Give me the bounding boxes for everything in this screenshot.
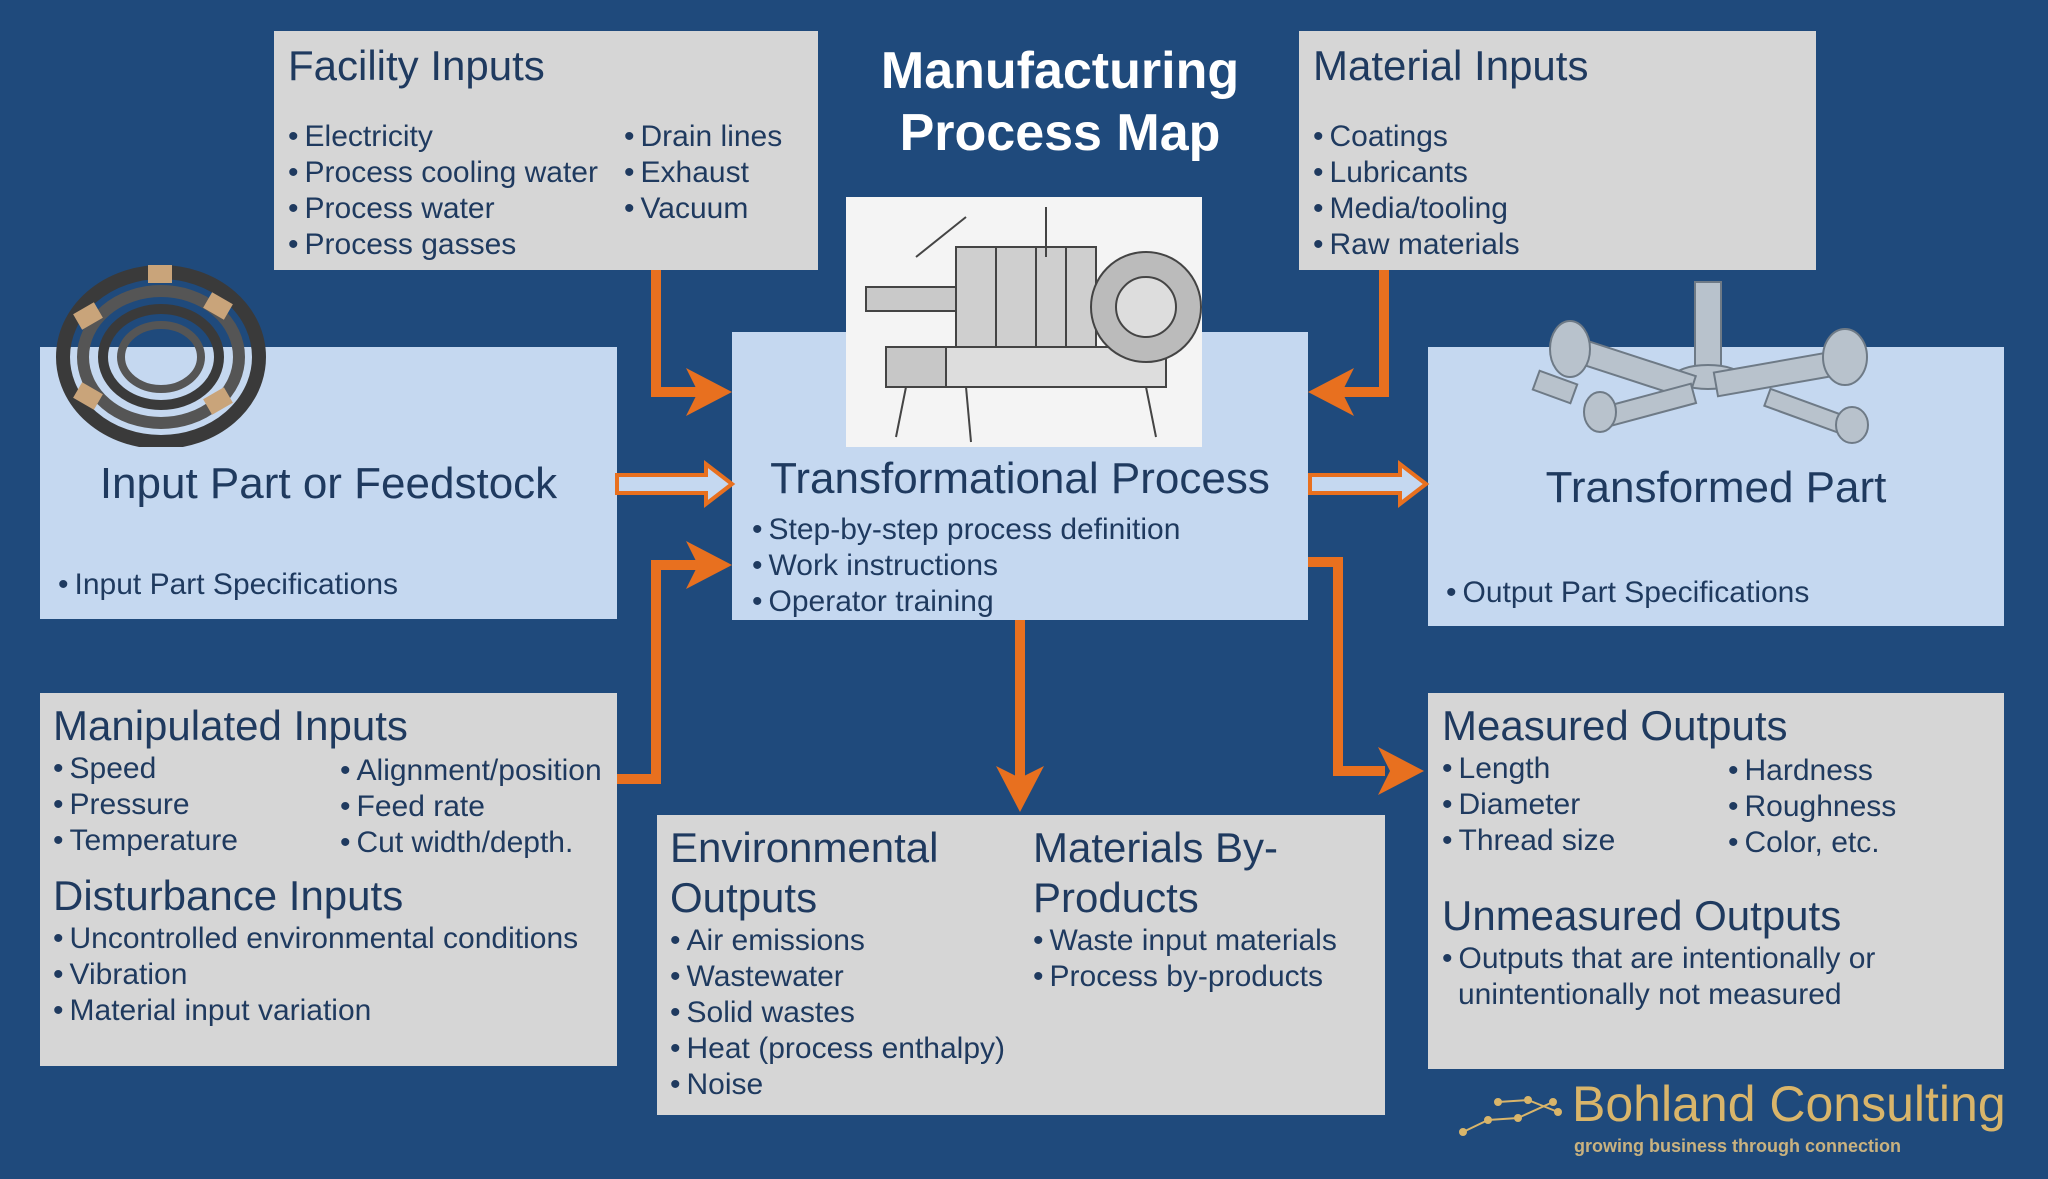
facility-inputs-box: Facility Inputs Electricity Process cool… xyxy=(274,31,818,270)
list-item: Roughness xyxy=(1728,789,1897,825)
list-item: Vacuum xyxy=(624,191,782,227)
list-item: Process water xyxy=(288,191,598,227)
list-item: Air emissions xyxy=(670,923,1005,959)
transformed-part-box: Transformed Part Output Part Specificati… xyxy=(1428,347,2004,626)
measured-outputs-box: Measured Outputs Length Diameter Thread … xyxy=(1428,693,2004,1069)
list-item: Waste input materials xyxy=(1033,923,1337,959)
input-part-box: Input Part or Feedstock Input Part Speci… xyxy=(40,347,617,619)
list-item: Drain lines xyxy=(624,119,783,155)
material-to-process-arrow xyxy=(1340,270,1389,397)
byproducts-heading-line-1: Materials By- xyxy=(1033,824,1279,871)
list-item: Media/tooling xyxy=(1313,191,1520,227)
list-item: Work instructions xyxy=(752,548,1180,584)
facility-inputs-list-2: Drain lines Exhaust Vacuum xyxy=(624,119,783,227)
environmental-outputs-heading: Environmental Outputs xyxy=(670,823,938,923)
list-item: Vibration xyxy=(53,957,578,993)
list-item: Process by-products xyxy=(1033,959,1337,995)
screws-illustration xyxy=(1531,281,1869,444)
title-line-1: Manufacturing xyxy=(880,42,1240,100)
unmeasured-outputs-list: Outputs that are intentionally or uninte… xyxy=(1442,941,1875,1013)
diagram-title: Manufacturing Process Map xyxy=(860,40,1260,164)
logo-name: Bohland Consulting xyxy=(1572,1076,2006,1132)
list-item: Coatings xyxy=(1313,119,1520,155)
list-item: Outputs that are intentionally or xyxy=(1442,941,1876,977)
list-item: Electricity xyxy=(288,119,598,155)
measured-outputs-list-1: Length Diameter Thread size xyxy=(1442,751,1616,859)
list-item: Cut width/depth. xyxy=(340,825,602,861)
transformed-part-heading: Transformed Part xyxy=(1545,463,1887,512)
facility-inputs-heading: Facility Inputs xyxy=(288,42,545,89)
manipulated-inputs-list-1: Speed Pressure Temperature xyxy=(53,751,238,859)
list-item: Heat (process enthalpy) xyxy=(670,1031,1006,1067)
unmeasured-outputs-heading: Unmeasured Outputs xyxy=(1442,892,1842,939)
list-item: Temperature xyxy=(53,823,238,859)
environmental-outputs-box: Environmental Outputs Air emissions Wast… xyxy=(657,815,1385,1115)
list-item: unintentionally not measured xyxy=(1458,978,1842,1011)
input-part-heading: Input Part or Feedstock xyxy=(99,459,558,508)
environmental-outputs-list: Air emissions Wastewater Solid wastes He… xyxy=(670,923,1006,1103)
process-to-output-arrow xyxy=(1308,459,1430,509)
list-item: Pressure xyxy=(53,787,238,823)
list-item: Process gasses xyxy=(288,227,598,263)
facility-inputs-list-1: Electricity Process cooling water Proces… xyxy=(288,119,598,263)
list-item: Feed rate xyxy=(340,789,602,825)
list-item: Speed xyxy=(53,751,238,787)
environmental-heading-line-1: Environmental xyxy=(670,824,939,871)
list-item: Uncontrolled environmental conditions xyxy=(53,921,579,957)
manipulated-inputs-box: Manipulated Inputs Speed Pressure Temper… xyxy=(40,693,617,1066)
list-item: Color, etc. xyxy=(1728,825,1896,861)
list-item: Operator training xyxy=(752,584,1180,620)
byproducts-list: Waste input materials Process by-product… xyxy=(1033,923,1337,995)
material-inputs-heading: Material Inputs xyxy=(1313,42,1589,89)
list-item: Raw materials xyxy=(1313,227,1520,263)
list-item: Output Part Specifications xyxy=(1446,575,1810,611)
list-item: Diameter xyxy=(1442,787,1615,823)
manipulated-inputs-heading: Manipulated Inputs xyxy=(53,702,408,749)
manipulated-inputs-list-2: Alignment/position Feed rate Cut width/d… xyxy=(340,753,602,861)
logo-network-icon xyxy=(1459,1096,1562,1136)
title-line-2: Process Map xyxy=(899,104,1221,162)
input-to-process-arrow xyxy=(615,459,736,509)
facility-to-process-arrow xyxy=(651,270,700,397)
wire-coil-illustration xyxy=(56,265,266,447)
logo-tagline: growing business through connection xyxy=(1574,1136,1901,1156)
list-item: Material input variation xyxy=(53,993,578,1029)
process-list: Step-by-step process definition Work ins… xyxy=(752,512,1181,620)
list-item: Noise xyxy=(670,1067,1005,1103)
measured-outputs-list-2: Hardness Roughness Color, etc. xyxy=(1728,753,1897,861)
input-part-list: Input Part Specifications xyxy=(58,567,399,603)
list-item: Input Part Specifications xyxy=(58,567,399,603)
list-item: Thread size xyxy=(1442,823,1616,859)
list-item: Wastewater xyxy=(670,959,1005,995)
material-inputs-box: Material Inputs Coatings Lubricants Medi… xyxy=(1299,31,1816,270)
list-item: Step-by-step process definition xyxy=(752,512,1181,548)
transformed-part-list: Output Part Specifications xyxy=(1446,575,1810,611)
environmental-heading-line-2: Outputs xyxy=(670,874,818,921)
disturbance-inputs-heading: Disturbance Inputs xyxy=(53,872,404,919)
list-item: Process cooling water xyxy=(288,155,598,191)
measured-outputs-heading: Measured Outputs xyxy=(1442,702,1788,749)
byproducts-heading-line-2: Products xyxy=(1033,874,1199,921)
process-heading: Transformational Process xyxy=(770,454,1270,503)
list-item: Lubricants xyxy=(1313,155,1520,191)
process-to-measured-arrow xyxy=(1308,557,1385,776)
list-item: Exhaust xyxy=(624,155,782,191)
list-item: Hardness xyxy=(1728,753,1896,789)
material-inputs-list: Coatings Lubricants Media/tooling Raw ma… xyxy=(1313,119,1520,263)
list-item: Length xyxy=(1442,751,1615,787)
byproducts-heading: Materials By- Products xyxy=(1033,823,1278,923)
manipulated-to-process-arrow xyxy=(617,560,700,784)
list-item: Solid wastes xyxy=(670,995,1005,1031)
list-item: Alignment/position xyxy=(340,753,602,789)
disturbance-inputs-list: Uncontrolled environmental conditions Vi… xyxy=(53,921,579,1029)
machine-illustration xyxy=(846,197,1202,447)
